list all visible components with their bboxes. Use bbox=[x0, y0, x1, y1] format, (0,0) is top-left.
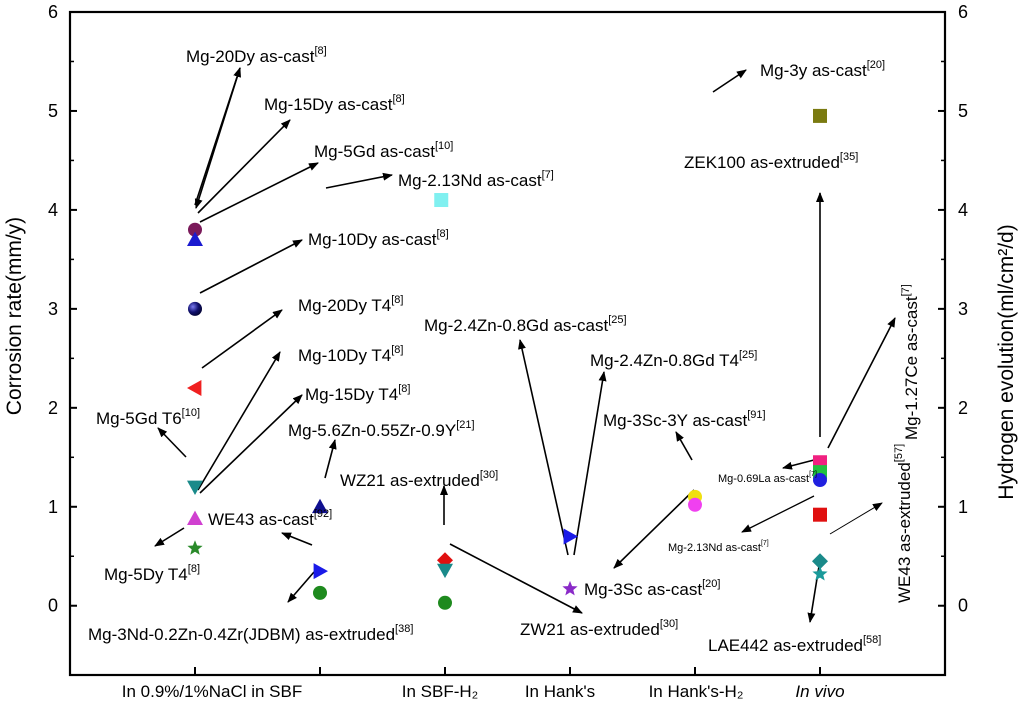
arrow-5gd-ascast bbox=[199, 162, 319, 223]
annot-label: Mg-3Nd-0.2Zn-0.4Zr(JDBM) as-extruded[38] bbox=[88, 623, 413, 644]
data-point-square bbox=[813, 507, 827, 522]
annot-label: Mg-0.69La as-cast[7] bbox=[718, 471, 817, 485]
data-point-triangle-down bbox=[437, 563, 453, 579]
data-point-triangle-up bbox=[187, 231, 203, 246]
data-point-star bbox=[562, 580, 578, 596]
arrow-069la bbox=[782, 459, 815, 470]
x-category-label: In Hank's bbox=[525, 682, 595, 701]
y-axis-title: Corrosion rate(mm/y) bbox=[3, 217, 26, 415]
data-point-circle bbox=[813, 473, 827, 488]
annot-label: Mg-2.4Zn-0.8Gd as-cast[25] bbox=[424, 314, 627, 335]
arrow-24zn-ascast bbox=[518, 339, 569, 556]
annot-label: Mg-5Gd T6[10] bbox=[96, 407, 200, 428]
arrow-20dy-ascast-down bbox=[194, 67, 241, 209]
arrow-we43-extruded bbox=[829, 502, 883, 535]
y2-tick-label: 4 bbox=[958, 200, 968, 220]
data-point-circle bbox=[313, 585, 327, 600]
annot-label: Mg-5.6Zn-0.55Zr-0.9Y[21] bbox=[288, 419, 475, 440]
data-point-circle bbox=[188, 222, 202, 237]
y-tick-label: 2 bbox=[48, 398, 58, 418]
data-point-triangle-down bbox=[187, 480, 203, 495]
arrow-56zn bbox=[324, 439, 337, 479]
arrow-10dy-t4 bbox=[197, 351, 281, 491]
arrow-15dy-t4 bbox=[199, 394, 303, 494]
arrow-5gd-t6 bbox=[157, 427, 187, 458]
arrow-15dy-ascast bbox=[197, 119, 291, 214]
y2-tick-label: 2 bbox=[958, 398, 968, 418]
annot-label: Mg-10Dy as-cast[8] bbox=[308, 228, 449, 249]
data-point-triangle-up bbox=[187, 510, 203, 526]
annot-label: Mg-3y as-cast[20] bbox=[760, 59, 885, 80]
data-point-diamond bbox=[812, 553, 828, 570]
y2-axis-title: Hydrogen evolution(ml/cm²/d) bbox=[995, 224, 1018, 499]
arrow-20dy-t4 bbox=[201, 309, 283, 369]
arrow-we43-ascast bbox=[281, 532, 313, 546]
arrow-5dy-t4 bbox=[154, 527, 185, 547]
y-tick-label: 6 bbox=[48, 2, 58, 22]
annotation-arrows bbox=[154, 67, 896, 623]
y2-tick-label: 0 bbox=[958, 596, 968, 616]
annot-label: Mg-15Dy T4[8] bbox=[305, 383, 410, 404]
annot-label: WE43 as-cast[92] bbox=[208, 508, 332, 529]
y2-tick-label: 3 bbox=[958, 299, 968, 319]
annot-label: Mg-2.13Nd as-cast[7] bbox=[398, 169, 554, 190]
annot-label-vertical: WE43 as-extruded[57] bbox=[893, 444, 914, 603]
arrow-213nd-vivo bbox=[741, 495, 815, 533]
annot-label: Mg-2.4Zn-0.8Gd T4[25] bbox=[590, 349, 757, 370]
data-point-triangle-left bbox=[187, 380, 202, 397]
data-point-star bbox=[812, 566, 828, 581]
arrow-10dy-ascast bbox=[199, 239, 303, 294]
annot-label: Mg-3Sc-3Y as-cast[91] bbox=[603, 409, 766, 430]
arrow-127ce bbox=[827, 317, 896, 449]
annotation-labels: Mg-20Dy as-cast[8] Mg-15Dy as-cast[8] Mg… bbox=[88, 45, 921, 655]
x-category-label: In vivo bbox=[795, 682, 844, 701]
y-tick-label: 3 bbox=[48, 299, 58, 319]
data-point-sphere bbox=[188, 301, 202, 316]
data-point-circle bbox=[438, 595, 452, 610]
annot-label: Mg-10Dy T4[8] bbox=[298, 344, 403, 365]
annot-label: ZEK100 as-extruded[35] bbox=[684, 151, 858, 172]
data-point-circle bbox=[688, 497, 702, 512]
x-category-label: In Hank's-H₂ bbox=[649, 682, 744, 701]
data-points bbox=[187, 108, 828, 610]
y2-tick-label: 5 bbox=[958, 101, 968, 121]
annot-label: WZ21 as-extruded[30] bbox=[340, 469, 498, 490]
annot-label: LAE442 as-extruded[58] bbox=[708, 634, 881, 655]
axes: 0 0 1 1 2 2 3 3 4 4 5 5 6 6 In 0.9%/1%NaCl in SBF In SB… bbox=[48, 2, 968, 701]
data-point-triangle-right bbox=[313, 563, 328, 580]
annot-label: Mg-15Dy as-cast[8] bbox=[264, 93, 405, 114]
annot-label: Mg-20Dy T4[8] bbox=[298, 294, 403, 315]
x-category-label: In SBF-H₂ bbox=[402, 682, 479, 701]
arrow-24zn-t4 bbox=[573, 371, 607, 556]
arrow-3sc3y bbox=[675, 431, 693, 461]
plot-frame bbox=[68, 10, 947, 677]
annot-label: Mg-2.13Nd as-cast[7] bbox=[668, 540, 769, 554]
arrow-mg3y bbox=[712, 69, 747, 93]
data-point-square bbox=[434, 193, 449, 208]
y2-tick-label: 1 bbox=[958, 497, 968, 517]
arrow-lae442 bbox=[807, 559, 821, 623]
data-point-triangle-up bbox=[312, 498, 328, 514]
annot-label: Mg-20Dy as-cast[8] bbox=[186, 45, 327, 66]
y2-tick-label: 6 bbox=[958, 2, 968, 22]
data-point-star bbox=[187, 540, 203, 555]
arrow-213nd-ascast bbox=[325, 172, 393, 189]
data-point-triangle-right bbox=[563, 528, 578, 545]
arrow-zw21 bbox=[449, 543, 583, 614]
y-tick-label: 4 bbox=[48, 200, 58, 220]
y-tick-label: 0 bbox=[48, 596, 58, 616]
arrow-jdbm bbox=[287, 571, 315, 603]
y-tick-label: 1 bbox=[48, 497, 58, 517]
y-tick-label: 5 bbox=[48, 101, 58, 121]
annot-label: Mg-3Sc as-cast[20] bbox=[584, 578, 720, 599]
data-point-square bbox=[813, 108, 827, 123]
arrow-3sc bbox=[613, 489, 695, 569]
annot-label: Mg-5Gd as-cast[10] bbox=[314, 140, 453, 161]
annot-label: ZW21 as-extruded[30] bbox=[520, 618, 678, 639]
annot-label: Mg-5Dy T4[8] bbox=[104, 563, 200, 584]
annot-label-vertical: Mg-1.27Ce as-cast[7] bbox=[900, 284, 921, 440]
x-category-label: In 0.9%/1%NaCl in SBF bbox=[122, 682, 302, 701]
